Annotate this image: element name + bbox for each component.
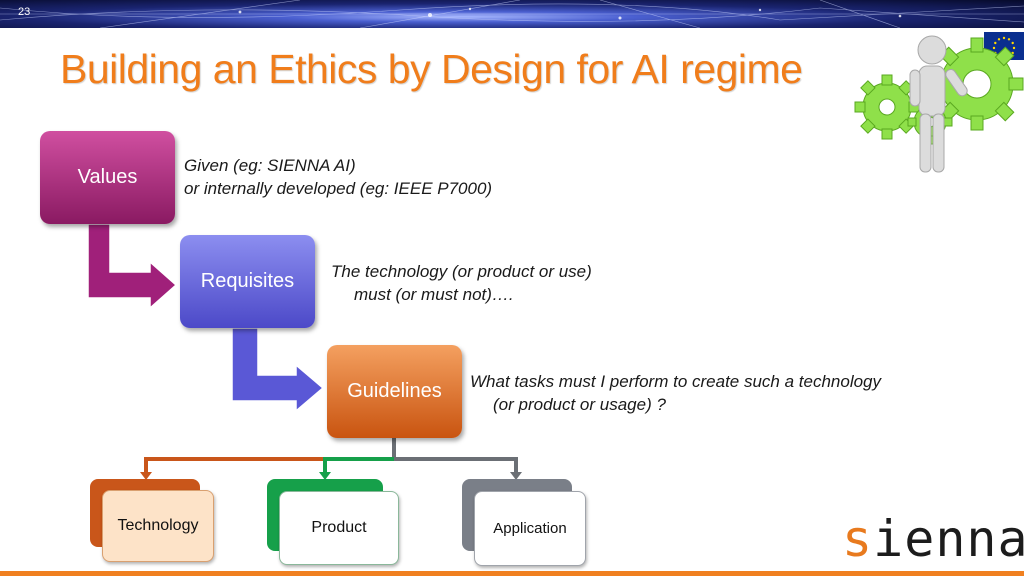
person-gears-icon (854, 35, 1024, 173)
values-label: Values (77, 166, 138, 188)
values-to-requisites-arrow (87, 223, 178, 310)
application-label: Application (493, 520, 567, 537)
logo-text: ienna (873, 510, 1024, 568)
connector-technology (144, 457, 394, 472)
requisites-description-line2: must (or must not)…. (354, 285, 514, 304)
eu-flag-icon (984, 32, 1024, 60)
guidelines-label: Guidelines (347, 380, 442, 402)
product-label: Product (311, 519, 367, 536)
technology-box: Technology (102, 490, 214, 562)
connector-application (394, 457, 518, 472)
guidelines-description: What tasks must I perform to create such… (470, 370, 881, 416)
values-description: Given (eg: SIENNA AI) or internally deve… (184, 154, 492, 200)
requisites-description: The technology (or product or use) must … (331, 260, 592, 306)
banner-network-graphic (0, 0, 1024, 28)
requisites-description-line1: The technology (or product or use) (331, 262, 592, 281)
product-box: Product (279, 491, 399, 565)
guidelines-description-line2: (or product or usage) ? (493, 395, 666, 414)
sienna-logo: sienna. (842, 512, 1024, 566)
requisites-box: Requisites (180, 235, 315, 328)
logo-s: s (842, 510, 874, 568)
guidelines-box: Guidelines (327, 345, 462, 438)
values-description-line1: Given (eg: SIENNA AI) (184, 156, 356, 175)
technology-label: Technology (117, 517, 199, 534)
footer-bar (0, 571, 1024, 576)
requisites-label: Requisites (200, 270, 295, 292)
requisites-to-guidelines-arrow (231, 327, 325, 413)
slide-title: Building an Ethics by Design for AI regi… (60, 46, 803, 92)
guidelines-description-line1: What tasks must I perform to create such… (470, 372, 882, 391)
header-banner: 23 (0, 0, 1024, 28)
slide-number: 23 (18, 6, 31, 18)
values-description-line2: or internally developed (eg: IEEE P7000) (184, 179, 493, 198)
application-box: Application (474, 491, 586, 566)
connector-product (323, 457, 394, 472)
values-box: Values (40, 131, 175, 224)
